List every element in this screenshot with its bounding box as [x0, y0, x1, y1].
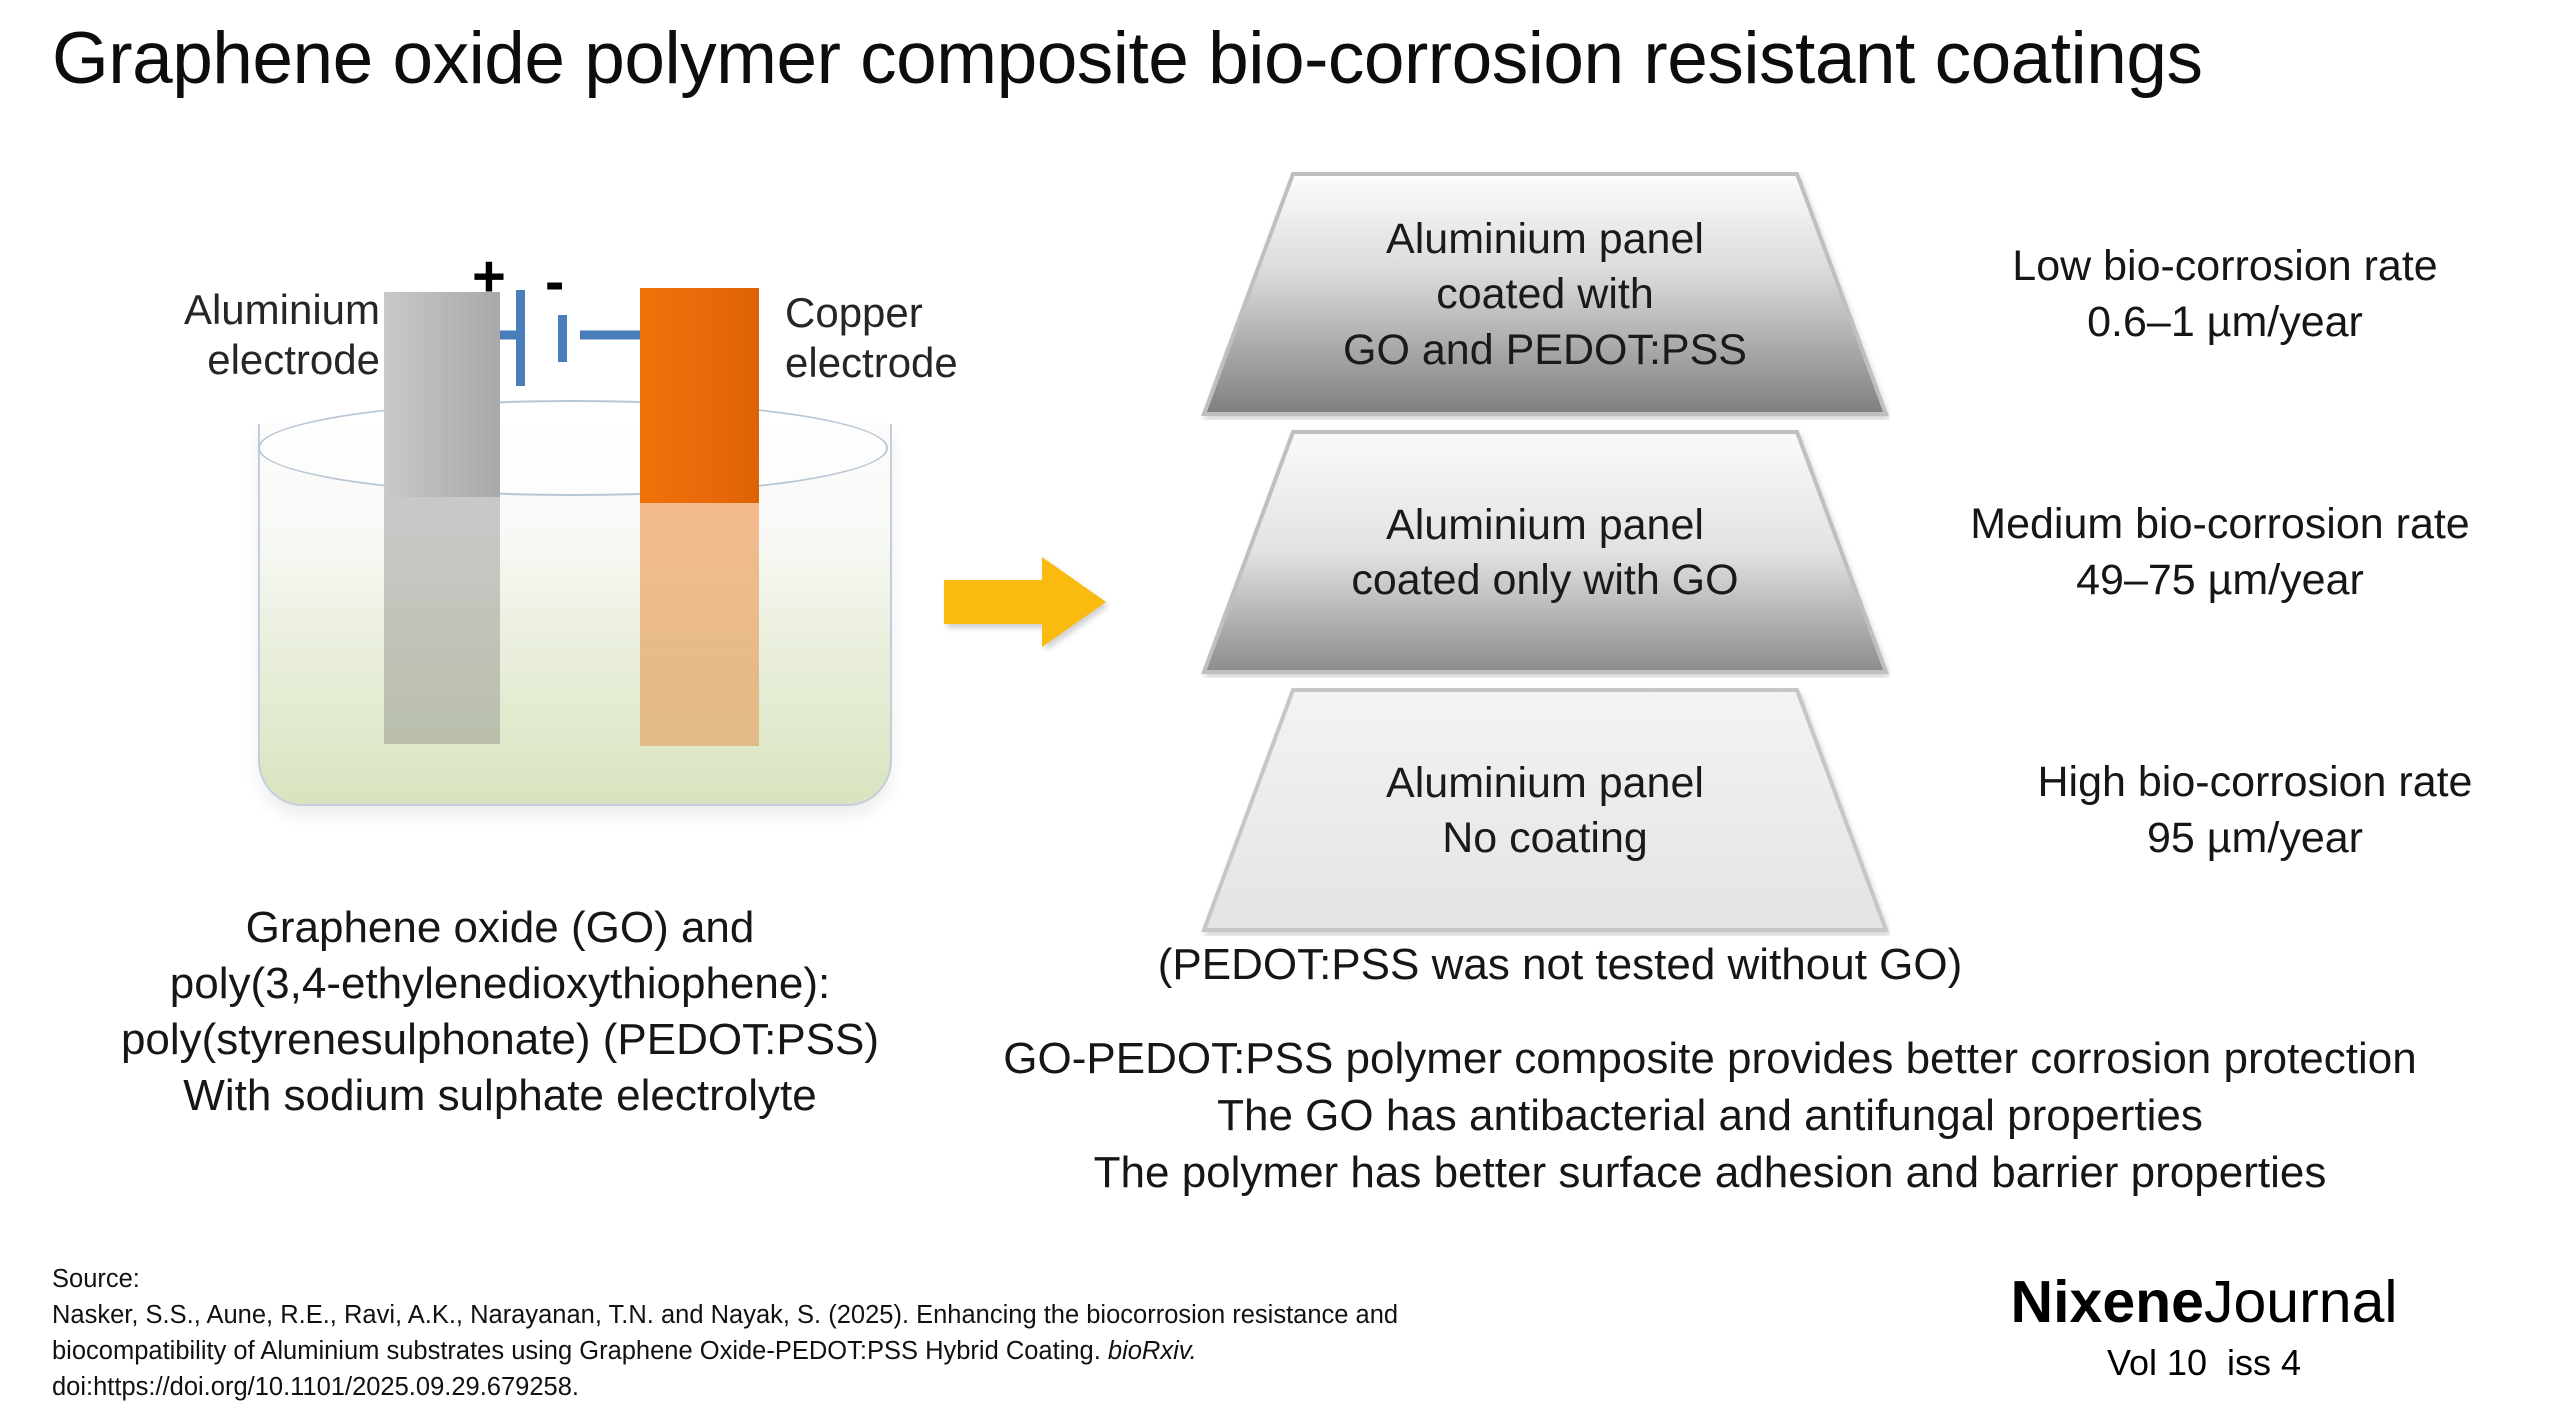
logo-volume-issue: Vol 10 iss 4 [2106, 1342, 2302, 1384]
conclusions-text: GO-PEDOT:PSS polymer composite provides … [1003, 1034, 2417, 1198]
arrow-shape [944, 557, 1106, 647]
polarity-negative-label: - [545, 249, 565, 314]
page-title: Graphene oxide polymer composite bio-cor… [52, 18, 2203, 99]
copper-electrode-submerged [640, 503, 759, 746]
source-journal-name: bioRxiv. [1107, 1336, 1197, 1365]
logo-brand-bold: Nixene [2010, 1269, 2204, 1335]
beaker-rim [258, 400, 888, 496]
logo-brand-light: Journal [2203, 1269, 2398, 1335]
battery-positive-plate [516, 290, 525, 386]
copper-electrode [640, 288, 759, 503]
source-citation: Source: Nasker, S.S., Aune, R.E., Ravi, … [52, 1262, 1772, 1406]
source-line-2: biocompatibility of Aluminium substrates… [52, 1334, 1772, 1370]
panel-trapezoid [1201, 172, 1889, 416]
aluminium-electrode [384, 292, 500, 497]
beaker-electrolyte [258, 424, 892, 806]
logo-wordmark: NixeneJournal [1904, 1272, 2504, 1332]
panel-trapezoid [1201, 688, 1889, 932]
beaker [258, 400, 892, 830]
right-arrow-icon [944, 557, 1106, 647]
source-doi: doi:https://doi.org/10.1101/2025.09.29.6… [52, 1372, 579, 1401]
source-line-2-text: biocompatibility of Aluminium substrates… [52, 1336, 1108, 1365]
aluminium-electrode-submerged [384, 497, 500, 744]
source-line-1: Nasker, S.S., Aune, R.E., Ravi, A.K., Na… [52, 1300, 1399, 1329]
panel-trapezoid [1201, 430, 1889, 674]
source-heading: Source: [52, 1265, 140, 1293]
battery-negative-plate [558, 315, 567, 362]
pedot-note: (PEDOT:PSS was not tested without GO) [1157, 940, 1963, 989]
journal-logo: NixeneJournal Vol 10 iss 4 [1904, 1272, 2504, 1384]
